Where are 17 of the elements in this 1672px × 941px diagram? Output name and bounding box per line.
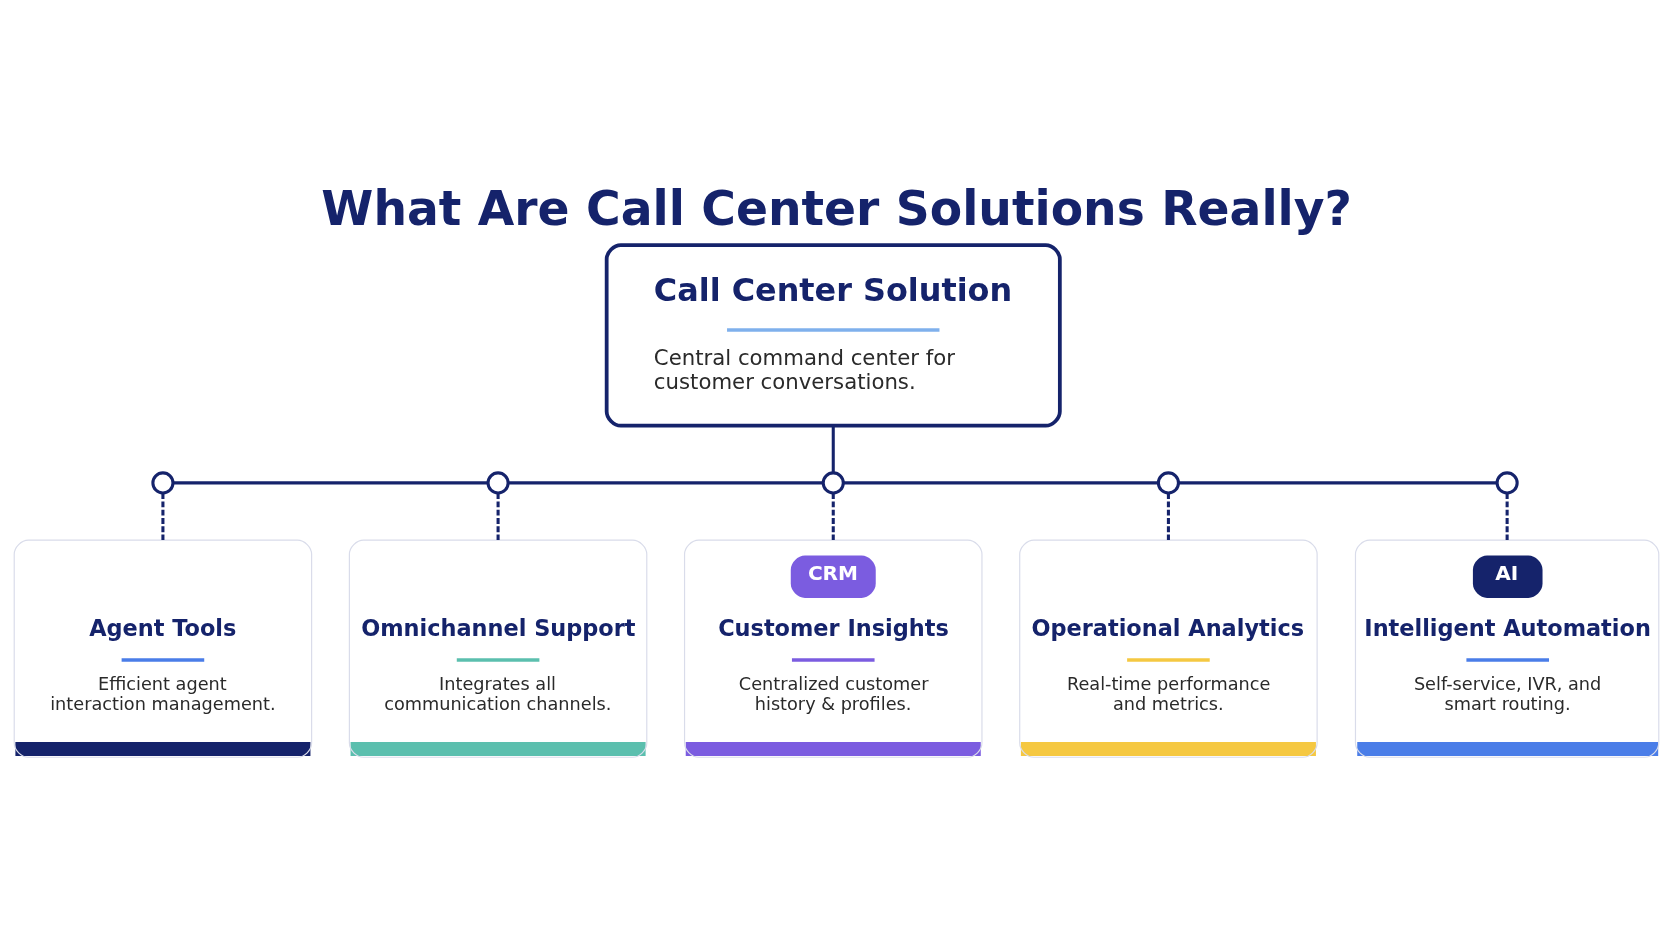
connector xyxy=(172,481,488,485)
node-circle xyxy=(150,471,174,495)
node-circle xyxy=(1495,471,1519,495)
connector xyxy=(831,426,835,473)
connector xyxy=(507,481,823,485)
connector xyxy=(831,493,835,541)
connector xyxy=(1166,493,1170,541)
node-circle xyxy=(821,471,845,495)
node-box: Call Center Solution Central command center for customer conversations. xyxy=(604,243,1062,428)
diagram-title: What Are Call Center Solutions Really? xyxy=(320,181,1352,237)
connector xyxy=(842,481,1158,485)
node-circle xyxy=(1156,471,1180,495)
connector xyxy=(1178,481,1497,485)
node-circle xyxy=(486,471,510,495)
connector xyxy=(496,493,500,541)
connector xyxy=(160,493,164,541)
connector xyxy=(1505,493,1509,541)
